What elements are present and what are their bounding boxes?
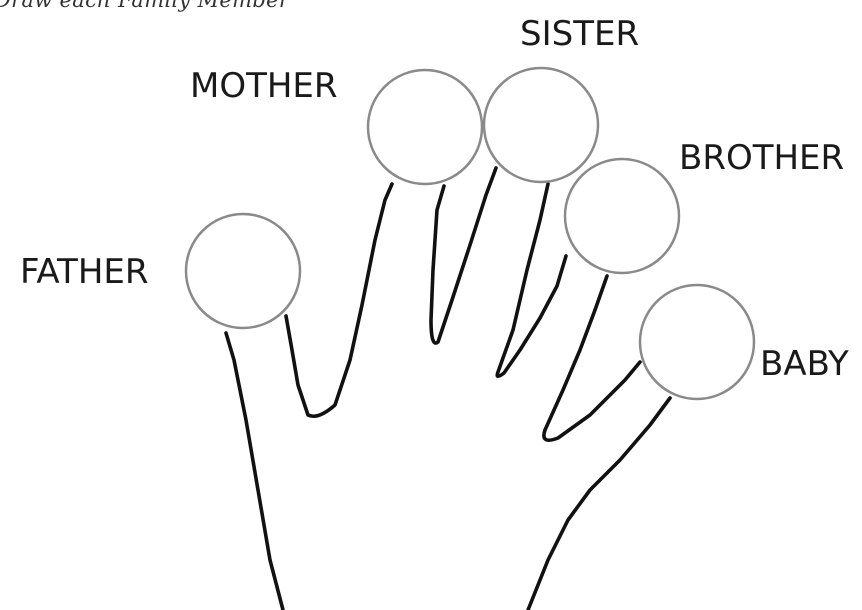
brother-label: BROTHER: [679, 141, 844, 175]
sister-label: SISTER: [520, 17, 639, 51]
baby-fingertip-circle: [640, 285, 754, 399]
sister-fingertip-circle: [484, 68, 598, 182]
mother-fingertip-circle: [368, 70, 482, 184]
father-label: FATHER: [20, 255, 149, 289]
father-fingertip-circle: [186, 214, 300, 328]
mother-label: MOTHER: [190, 69, 338, 103]
brother-fingertip-circle: [565, 159, 679, 273]
baby-label: BABY: [760, 347, 849, 381]
